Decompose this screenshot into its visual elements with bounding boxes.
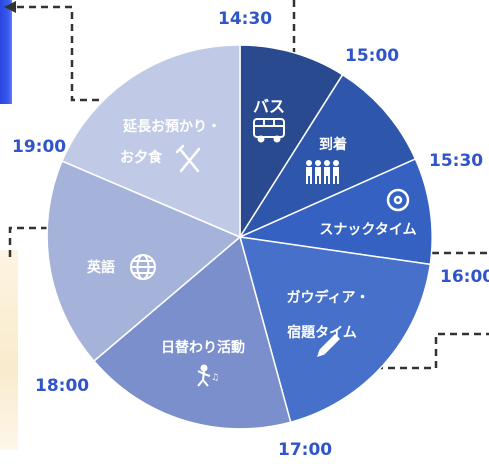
connector-arrowhead-icon — [4, 1, 16, 13]
donut-icon — [386, 188, 410, 212]
pie-slice-bus — [239, 44, 344, 240]
time-label-1900: 19:00 — [12, 137, 66, 157]
label-english: 英語 — [86, 259, 115, 276]
globe-icon — [130, 254, 156, 280]
background-blue-strip — [0, 0, 12, 104]
fork-knife-icon — [175, 144, 201, 173]
label-arrival: 到着 — [319, 136, 347, 153]
connector-top-left — [17, 5, 127, 102]
people-cheering-icon — [306, 160, 339, 184]
label-homework-line2: 宿題タイム — [287, 324, 357, 341]
time-label-1530: 15:30 — [429, 151, 483, 171]
time-label-1800: 18:00 — [35, 376, 89, 396]
label-homework-line1: ガウディア・ — [286, 289, 369, 306]
connector-lines — [8, 0, 489, 370]
time-label-1600: 16:00 — [440, 267, 489, 287]
pie-slice-daily-activity — [92, 235, 292, 430]
dancing-person-icon: ♫ — [197, 364, 219, 387]
label-extended-care-line1: 延長お預かり・ — [122, 118, 221, 135]
time-label-1430: 14:30 — [218, 9, 272, 29]
pie-slice-extended-care — [61, 44, 241, 239]
label-extended-care-line2: お夕食 — [120, 149, 163, 166]
label-bus: バス — [253, 97, 285, 116]
time-label-1700: 17:00 — [278, 440, 332, 460]
svg-text:♫: ♫ — [211, 373, 219, 383]
pie-slice-snack-time — [237, 158, 433, 266]
time-label-1500: 15:00 — [345, 46, 399, 66]
connector-left — [8, 226, 48, 262]
label-snack-time: スナックタイム — [319, 222, 416, 238]
label-daily-activity: 日替わり活動 — [161, 339, 245, 356]
pie-slice-homework-time — [238, 236, 432, 424]
connector-right-lower — [340, 332, 489, 370]
pie-slice-arrival — [238, 73, 417, 239]
bus-icon — [253, 118, 285, 143]
background-cream-strip — [0, 250, 18, 450]
